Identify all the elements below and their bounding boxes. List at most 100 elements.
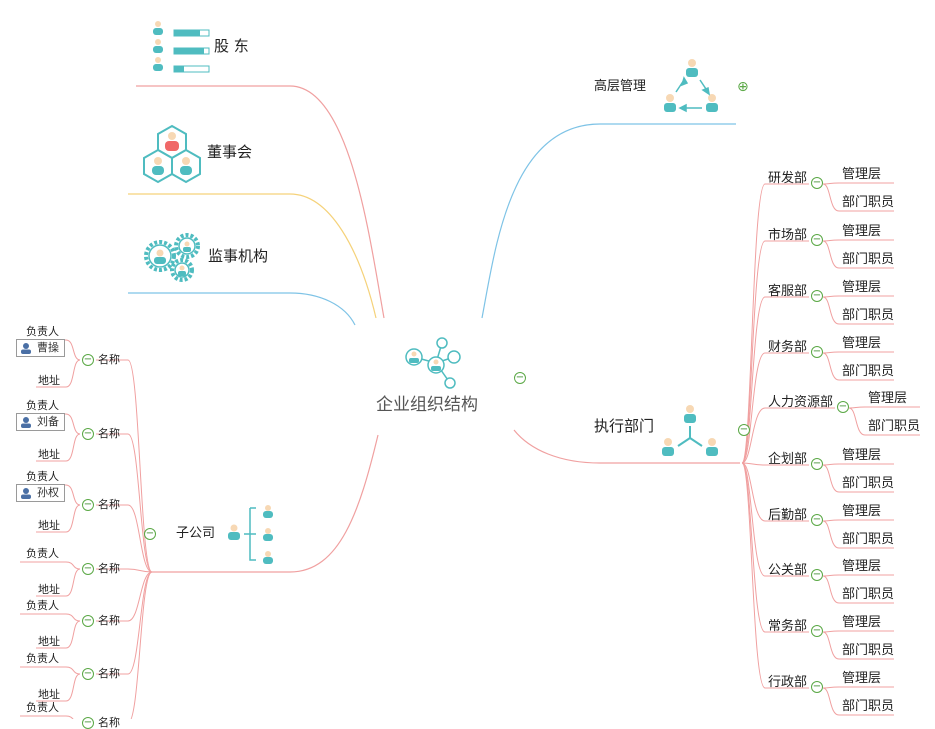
collapse-center-icon[interactable]: − xyxy=(514,372,526,384)
node-department-child[interactable]: 管理层 xyxy=(842,504,882,519)
edge-department-child xyxy=(822,630,894,633)
node-department[interactable]: 企划部 xyxy=(768,452,808,467)
collapse-subsidiary-icon[interactable]: − xyxy=(144,528,156,540)
node-department[interactable]: 市场部 xyxy=(768,228,808,243)
edge-department-child xyxy=(848,406,920,409)
collapse-item-icon[interactable]: − xyxy=(82,668,94,680)
collapse-department-icon[interactable]: − xyxy=(811,346,823,358)
node-item-person-label[interactable]: 负责人 xyxy=(26,325,59,338)
collapse-department-icon[interactable]: − xyxy=(811,625,823,637)
node-department-child[interactable]: 管理层 xyxy=(868,391,908,406)
gear-team-icon xyxy=(144,233,200,282)
node-department-child[interactable]: 管理层 xyxy=(842,671,882,686)
node-department-child[interactable]: 部门职员 xyxy=(842,587,895,602)
collapse-item-icon[interactable]: − xyxy=(82,428,94,440)
node-department[interactable]: 客服部 xyxy=(768,284,808,299)
node-department-child[interactable]: 管理层 xyxy=(842,336,882,351)
person-name: 孙权 xyxy=(37,486,59,499)
expand-senior-icon[interactable]: ⊕ xyxy=(737,79,749,95)
node-department[interactable]: 研发部 xyxy=(768,171,808,186)
node-item-address-label[interactable]: 地址 xyxy=(38,448,60,461)
node-item-address-label[interactable]: 地址 xyxy=(38,583,60,596)
collapse-department-icon[interactable]: − xyxy=(811,458,823,470)
node-item-person-label[interactable]: 负责人 xyxy=(26,470,59,483)
edge-department-child xyxy=(822,296,894,325)
collapse-department-icon[interactable]: − xyxy=(811,681,823,693)
node-department-child[interactable]: 部门职员 xyxy=(842,532,895,547)
collapse-item-icon[interactable]: − xyxy=(82,354,94,366)
edge-department-child xyxy=(822,239,894,242)
node-department-child[interactable]: 部门职员 xyxy=(868,419,921,434)
edge-department xyxy=(741,462,809,689)
collapse-department-icon[interactable]: − xyxy=(811,177,823,189)
node-shareholders[interactable]: 股 东 xyxy=(214,37,249,55)
node-item-person-label[interactable]: 负责人 xyxy=(26,701,59,714)
collapse-department-icon[interactable]: − xyxy=(811,569,823,581)
edge-department-child xyxy=(822,464,894,493)
edge-subsidiary-item xyxy=(96,571,153,622)
edge-subsidiary-item xyxy=(96,568,153,573)
node-department-child[interactable]: 部门职员 xyxy=(842,252,895,267)
node-item-person-label[interactable]: 负责人 xyxy=(26,547,59,560)
node-item-name[interactable]: 名称 xyxy=(98,498,120,511)
person-name: 刘备 xyxy=(37,415,59,428)
node-item-address-label[interactable]: 地址 xyxy=(38,374,60,387)
fork-team-icon xyxy=(662,405,718,456)
person-name-box[interactable]: 刘备 xyxy=(16,413,65,431)
person-name-box[interactable]: 孙权 xyxy=(16,484,65,502)
network-icon xyxy=(405,337,461,389)
node-department-child[interactable]: 部门职员 xyxy=(842,308,895,323)
node-item-person-label[interactable]: 负责人 xyxy=(26,599,59,612)
node-department-child[interactable]: 部门职员 xyxy=(842,476,895,491)
edge-item-person xyxy=(20,613,81,622)
node-item-address-label[interactable]: 地址 xyxy=(38,635,60,648)
collapse-executive-icon[interactable]: − xyxy=(738,424,750,436)
node-department-child[interactable]: 部门职员 xyxy=(842,195,895,210)
node-center[interactable]: 企业组织结构 xyxy=(376,395,478,415)
edge-item-person xyxy=(20,484,81,506)
node-supervisory[interactable]: 监事机构 xyxy=(208,247,269,265)
node-department[interactable]: 公关部 xyxy=(768,563,808,578)
node-executive[interactable]: 执行部门 xyxy=(594,417,655,435)
node-board[interactable]: 董事会 xyxy=(207,143,253,161)
node-senior-management[interactable]: 高层管理 xyxy=(594,79,647,94)
node-department-child[interactable]: 部门职员 xyxy=(842,643,895,658)
node-item-name[interactable]: 名称 xyxy=(98,353,120,366)
node-department[interactable]: 行政部 xyxy=(768,675,808,690)
triangle-team-icon xyxy=(664,59,718,113)
node-department-child[interactable]: 部门职员 xyxy=(842,699,895,714)
person-name-box[interactable]: 曹操 xyxy=(16,339,65,357)
node-department-child[interactable]: 管理层 xyxy=(842,224,882,239)
node-item-name[interactable]: 名称 xyxy=(98,427,120,440)
node-department-child[interactable]: 管理层 xyxy=(842,559,882,574)
node-item-person-label[interactable]: 负责人 xyxy=(26,652,59,665)
node-item-address-label[interactable]: 地址 xyxy=(38,519,60,532)
collapse-department-icon[interactable]: − xyxy=(811,514,823,526)
collapse-item-icon[interactable]: − xyxy=(82,499,94,511)
node-item-person-label[interactable]: 负责人 xyxy=(26,399,59,412)
collapse-department-icon[interactable]: − xyxy=(811,290,823,302)
node-item-name[interactable]: 名称 xyxy=(98,667,120,680)
node-item-name[interactable]: 名称 xyxy=(98,614,120,627)
edge-department-child xyxy=(822,463,894,466)
node-department-child[interactable]: 管理层 xyxy=(842,448,882,463)
node-subsidiary[interactable]: 子公司 xyxy=(176,526,216,541)
node-department-child[interactable]: 管理层 xyxy=(842,280,882,295)
collapse-department-icon[interactable]: − xyxy=(811,234,823,246)
node-department-child[interactable]: 管理层 xyxy=(842,615,882,630)
node-department-child[interactable]: 管理层 xyxy=(842,167,882,182)
edge-department xyxy=(741,352,809,464)
collapse-department-icon[interactable]: − xyxy=(837,401,849,413)
node-department[interactable]: 后勤部 xyxy=(768,508,808,523)
edge-item-address xyxy=(36,673,81,702)
collapse-item-icon[interactable]: − xyxy=(82,563,94,575)
node-department[interactable]: 财务部 xyxy=(768,340,808,355)
node-item-address-label[interactable]: 地址 xyxy=(38,688,60,701)
node-department[interactable]: 常务部 xyxy=(768,619,808,634)
user-avatar-icon xyxy=(21,488,31,499)
node-department[interactable]: 人力资源部 xyxy=(768,395,834,410)
edge-department xyxy=(741,462,809,577)
node-department-child[interactable]: 部门职员 xyxy=(842,364,895,379)
node-item-name[interactable]: 名称 xyxy=(98,562,120,575)
collapse-item-icon[interactable]: − xyxy=(82,615,94,627)
